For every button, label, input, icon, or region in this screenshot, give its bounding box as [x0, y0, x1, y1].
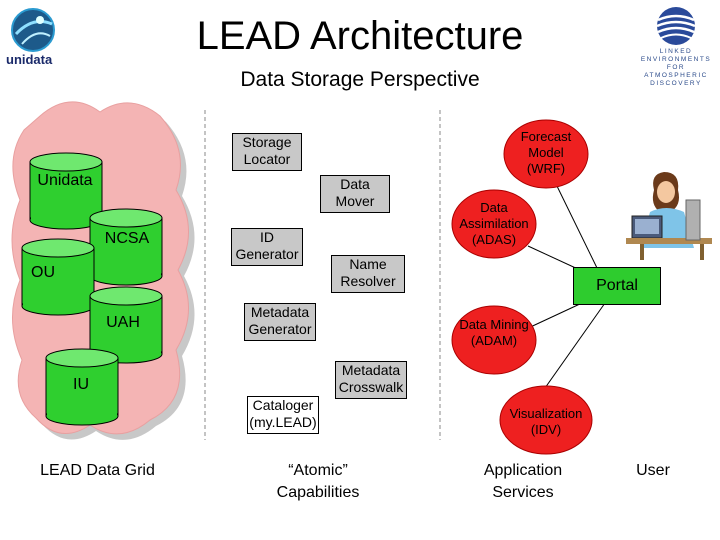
portal-box: Portal: [573, 267, 661, 305]
site-label-ncsa: NCSA: [104, 230, 150, 247]
site-label-ou: OU: [31, 264, 55, 281]
oval-visualization: [499, 385, 593, 455]
lead-globe-icon: [656, 7, 696, 45]
globe-icon: [11, 8, 55, 52]
page-title: LEAD Architecture: [196, 14, 524, 58]
connector-idv-portal: [544, 302, 606, 389]
site-label-unidata: Unidata: [37, 172, 93, 189]
lead-logo-text: LINKED ENVIRONMENTS FOR ATMOSPHERIC DISC…: [640, 48, 712, 87]
connector-adam-portal: [523, 302, 583, 331]
user-icon: [626, 172, 712, 260]
page-subtitle: Data Storage Perspective: [240, 68, 480, 91]
section-label-user: User: [636, 462, 670, 479]
oval-forecast-model: [503, 119, 589, 189]
section-label-application-services: Application Services: [483, 462, 563, 501]
oval-data-mining: [451, 305, 537, 375]
section-label-atomic-capabilities: “Atomic” Capabilities: [276, 462, 360, 501]
label-data-mining: Data Mining (ADAM): [459, 317, 529, 348]
connector-adas-portal: [527, 245, 581, 271]
lead-logo: LINKED ENVIRONMENTS FOR ATMOSPHERIC DISC…: [636, 4, 716, 87]
oval-data-assimilation: [451, 189, 537, 259]
section-label-data-grid: LEAD Data Grid: [40, 462, 155, 479]
box-metadata-generator: Metadata Generator: [244, 303, 316, 341]
label-visualization: Visualization (IDV): [509, 406, 583, 437]
box-storage-locator: Storage Locator: [232, 133, 302, 171]
label-forecast-model: Forecast Model (WRF): [520, 129, 572, 176]
site-label-iu: IU: [73, 376, 89, 393]
cylinder-ncsa: [89, 208, 163, 286]
box-data-mover: Data Mover: [320, 175, 390, 213]
cylinder-unidata: [29, 152, 103, 230]
box-cataloger: Cataloger (my.LEAD): [247, 396, 319, 434]
site-label-uah: UAH: [106, 314, 140, 331]
box-metadata-crosswalk: Metadata Crosswalk: [335, 361, 407, 399]
connector-wrf-portal: [554, 181, 599, 271]
label-data-assimilation: Data Assimilation (ADAS): [459, 200, 529, 247]
unidata-logo-text: unidata: [6, 52, 53, 67]
box-name-resolver: Name Resolver: [331, 255, 405, 293]
unidata-logo: unidata: [6, 4, 72, 70]
cylinder-iu: [45, 348, 119, 426]
cylinder-ou: [21, 238, 95, 316]
box-id-generator: ID Generator: [231, 228, 303, 266]
